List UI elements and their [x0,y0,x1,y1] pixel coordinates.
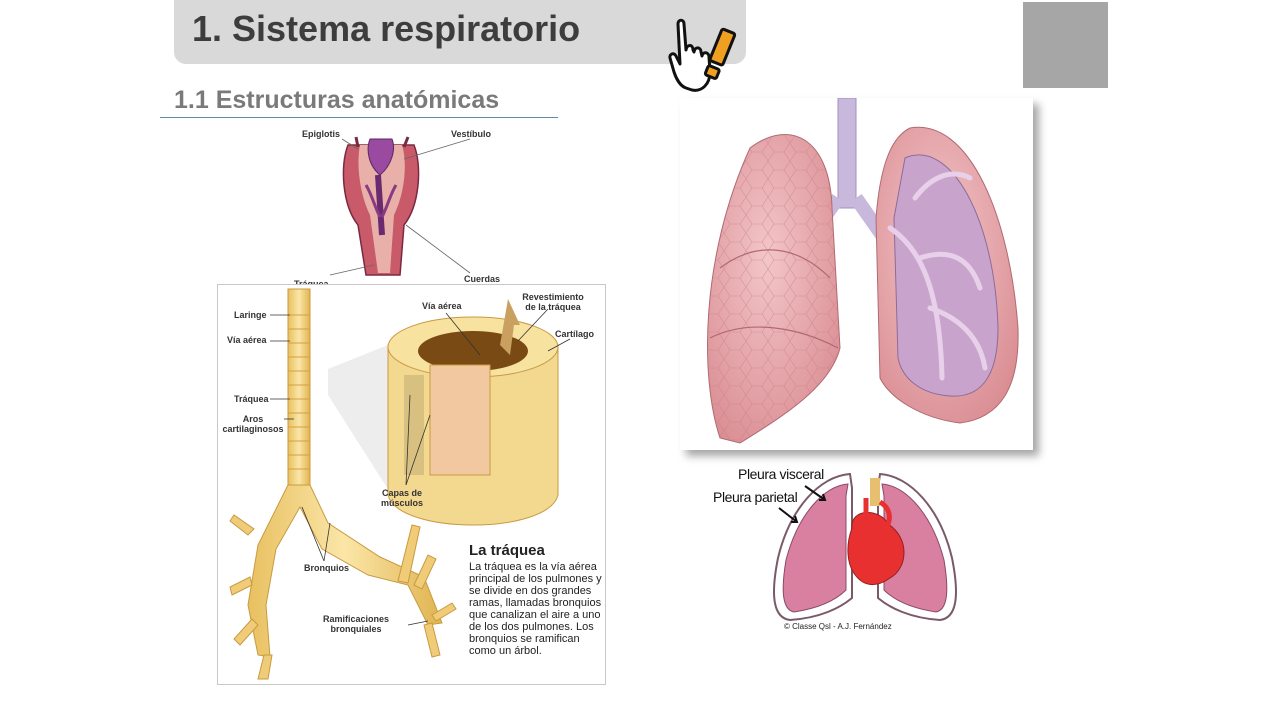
pleura-arrows [778,485,827,523]
section-heading: 1.1 Estructuras anatómicas [174,86,500,114]
trachea-note-body: La tráquea es la vía aérea principal de … [469,561,602,657]
trachea-note-title: La tráquea [469,542,545,559]
trachea-label-ramifications-line2: bronquiales [330,624,382,634]
pleura-diagram [773,472,957,622]
larynx-illustration [329,136,471,276]
trachea-label-rings-line1: Aros [242,414,264,424]
trachea-label-bronchi: Bronquios [304,563,349,573]
pointing-hand-with-exclamation-icon [668,18,737,92]
pleura-label-parietal: Pleura parietal [713,489,798,505]
trachea-label-ramifications-line1: Ramificaciones [322,614,390,624]
trachea-label-muscle-line1: Capas de [381,488,423,498]
trachea-label-airway-top: Vía aérea [422,301,462,311]
trachea-label-lining: Revestimiento de la tráquea [517,292,589,312]
trachea-label-lining-line1: Revestimiento [522,292,584,302]
larynx-label-epiglottis: Epiglotis [302,129,340,139]
trachea-label-ramifications: Ramificaciones bronquiales [320,614,392,634]
trachea-label-cartilage: Cartílago [555,329,595,339]
section-divider [160,117,558,118]
image-credit: © Classe Qsl - A.J. Fernández [784,622,892,631]
trachea-label-trachea: Tráquea [234,394,269,404]
title-bar [174,0,746,64]
trachea-label-muscle: Capas de músculos [376,488,428,508]
corner-square [1023,2,1108,88]
larynx-label-vocal-cords-line1: Cuerdas [463,274,500,284]
larynx-label-vestibule: Vestíbulo [451,129,492,139]
trachea-label-rings: Aros cartilaginosos [219,414,287,434]
trachea-label-airway-left: Vía aérea [227,335,267,345]
trachea-label-muscle-line2: músculos [380,498,423,508]
pleura-label-visceral: Pleura visceral [738,466,824,482]
trachea-label-larynx: Laringe [234,310,267,320]
trachea-label-lining-line2: de la tráquea [525,302,581,312]
lungs-illustration [707,98,1019,444]
trachea-illustration [229,288,571,680]
page-title: 1. Sistema respiratorio [192,8,581,49]
trachea-label-rings-line2: cartilaginosos [222,424,284,434]
